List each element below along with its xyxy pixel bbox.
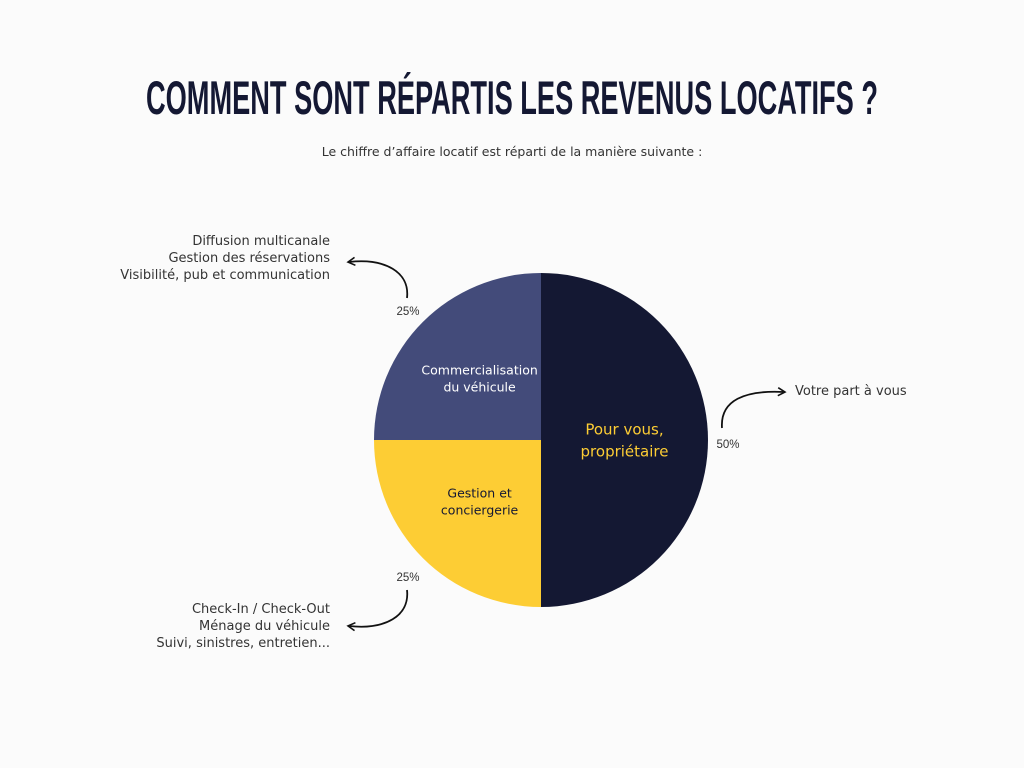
note-line: Diffusion multicanale xyxy=(192,234,330,249)
pct-label-commercialisation: 25% xyxy=(396,306,419,318)
slice-label-proprietaire: propriétaire xyxy=(581,442,669,460)
page-title: COMMENT SONT RÉPARTIS LES REVENUS LOCATI… xyxy=(146,71,878,124)
notes-gestion: Check-In / Check-Out Ménage du véhicule … xyxy=(156,601,330,652)
slice-label-proprietaire: Pour vous, xyxy=(585,420,663,438)
notes-proprietaire: Votre part à vous xyxy=(795,383,907,400)
note-line: Gestion des réservations xyxy=(168,251,330,266)
note-line: Check-In / Check-Out xyxy=(191,602,330,617)
slice-label-commercialisation: du véhicule xyxy=(443,379,516,394)
subtitle: Le chiffre d’affaire locatif est réparti… xyxy=(321,144,703,159)
slice-label-commercialisation: Commercialisation xyxy=(421,362,537,377)
slice-label-gestion: Gestion et xyxy=(447,485,511,500)
arrow-proprietaire xyxy=(721,387,787,429)
arrow-gestion xyxy=(346,589,408,632)
note-line: Ménage du véhicule xyxy=(199,619,330,634)
pct-label-proprietaire: 50% xyxy=(716,439,739,451)
pie-slice-commercialisation xyxy=(374,273,541,440)
slice-label-gestion: conciergerie xyxy=(441,502,519,517)
notes-commercialisation: Diffusion multicanale Gestion des réserv… xyxy=(120,233,330,284)
pie-slice-proprietaire xyxy=(541,273,708,607)
arrow-commercialisation xyxy=(346,256,408,299)
pie-slice-gestion xyxy=(374,440,541,607)
note-line: Suivi, sinistres, entretien... xyxy=(156,636,330,651)
page-title-wrap: COMMENT SONT RÉPARTIS LES REVENUS LOCATI… xyxy=(146,71,878,124)
pct-label-gestion: 25% xyxy=(396,572,419,584)
note-line: Votre part à vous xyxy=(795,384,907,399)
note-line: Visibilité, pub et communication xyxy=(120,268,330,283)
